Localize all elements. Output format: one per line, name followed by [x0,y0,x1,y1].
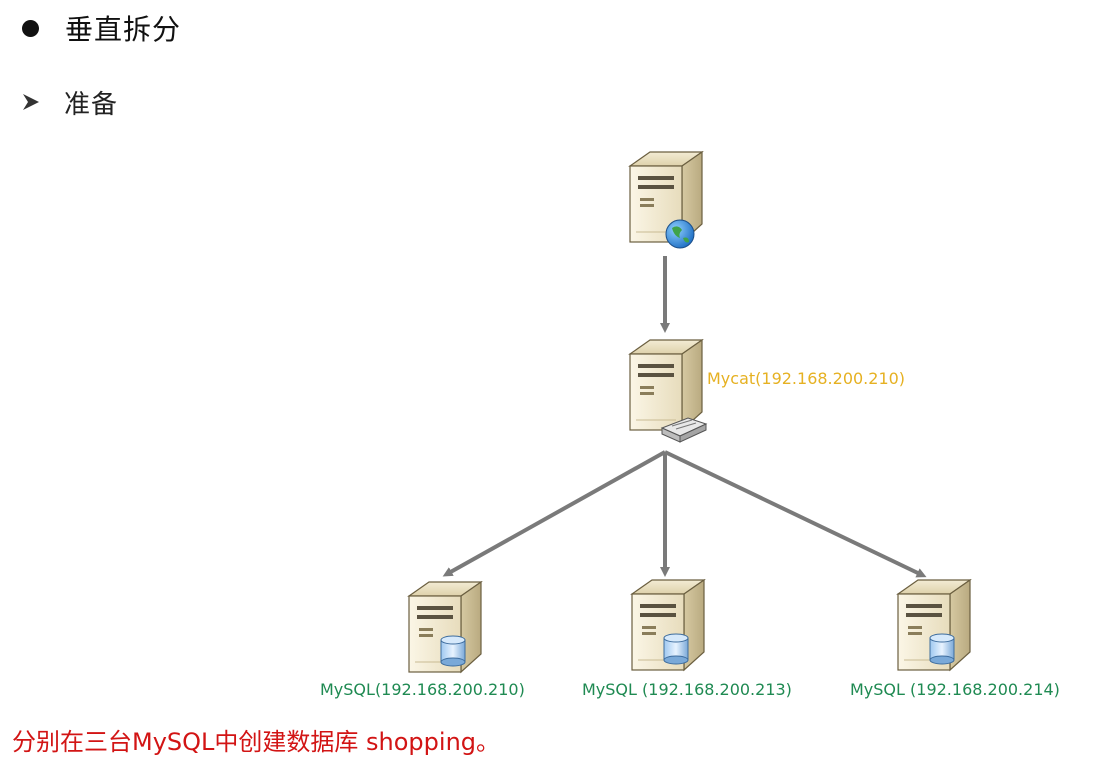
subheading-row: 准备 [20,82,118,122]
database-server-icon-2 [631,579,705,671]
connector-mycat-to-mysql-1 [442,450,666,577]
mysql-node-label-2: MySQL (192.168.200.213) [582,680,792,699]
arrowhead-bullet-icon [23,94,39,110]
mycat-label: Mycat(192.168.200.210) [707,369,906,388]
section-subtitle: 准备 [64,89,119,120]
bullet-dot-icon [22,19,39,37]
heading-row: 垂直拆分 [20,8,181,48]
page-title: 垂直拆分 [65,13,182,46]
proxy-server-icon [629,339,708,443]
connector-mycat-to-mysql-3 [664,450,927,578]
database-server-icon-1 [408,581,482,673]
mysql-node-label-1: MySQL(192.168.200.210) [320,680,525,699]
database-server-icon-3 [897,579,971,671]
footer-note: 分别在三台MySQL中创建数据库 shopping。 [12,728,501,756]
web-server-icon [629,151,703,249]
mysql-node-label-3: MySQL (192.168.200.214) [850,680,1060,699]
